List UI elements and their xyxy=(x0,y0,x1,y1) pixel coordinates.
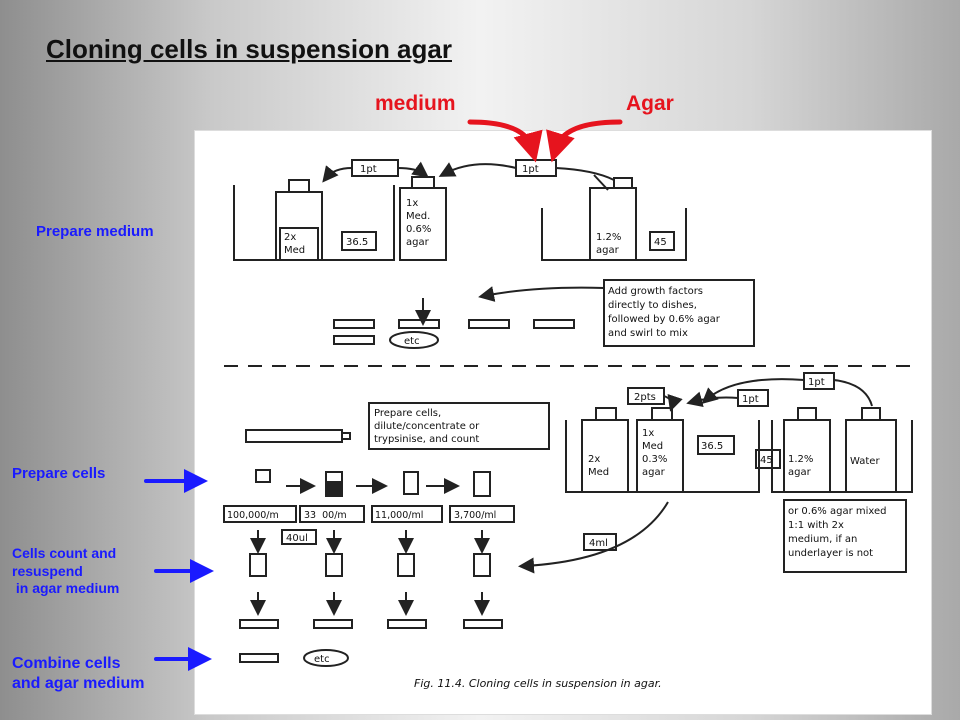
prepare-cells-label: Prepare cells xyxy=(12,465,106,482)
water-text: Water xyxy=(850,456,880,467)
tube-1 xyxy=(255,469,271,483)
pt-text-1pt-c: 1pt xyxy=(808,377,825,388)
bottom-temp-left: 36.5 xyxy=(701,441,723,452)
water-bath-bottom-right xyxy=(771,420,913,493)
tube-4 xyxy=(473,471,491,497)
dish xyxy=(313,619,353,629)
temp-left-text: 36.5 xyxy=(346,237,368,248)
tube-agar-1 xyxy=(249,553,267,577)
protocol-diagram: 1pt 1pt 2x Med 36.5 1x Med. 0.6% agar 1.… xyxy=(223,159,913,690)
underlayer-line-4: underlayer is not xyxy=(788,548,873,559)
dilution-box-1 xyxy=(223,505,297,523)
bottom-med-text: Med xyxy=(588,467,609,478)
bottom-mix-line-3: 0.3% xyxy=(642,454,667,465)
tube-3 xyxy=(403,471,419,495)
dish xyxy=(387,619,427,629)
dish xyxy=(239,653,279,663)
growth-note-box xyxy=(603,279,755,347)
prepare-note-line-2: dilute/concentrate or xyxy=(374,421,480,432)
combine-line-1: Combine cells xyxy=(12,655,121,672)
pt-text-2: 1pt xyxy=(522,164,539,175)
agar-line-2: agar xyxy=(596,245,620,256)
volume-box-4ml xyxy=(583,533,617,551)
pt-text-1pt-b: 1pt xyxy=(742,394,759,405)
agar-label: Agar xyxy=(626,92,674,115)
slide-title: Cloning cells in suspension agar xyxy=(46,34,452,64)
tube-agar-2 xyxy=(325,553,343,577)
medium-label: medium xyxy=(375,92,456,115)
etc-text-top: etc xyxy=(404,336,420,347)
mix-line-1: 1x xyxy=(406,198,418,209)
temp-box-bottom-right xyxy=(755,449,781,469)
bottom-mix-line-2: Med xyxy=(642,441,663,452)
volume-text-40ul: 40ul xyxy=(286,533,308,544)
dilution-box-2 xyxy=(299,505,365,523)
pipette xyxy=(245,429,343,443)
temp-box-right xyxy=(649,231,675,251)
bottom-agar-line-1: 1.2% xyxy=(788,454,813,465)
temp-box-left xyxy=(341,231,377,251)
tube-agar-3 xyxy=(397,553,415,577)
prepare-note-line-3: trypsinise, and count xyxy=(374,434,479,445)
bottom-mix-line-1: 1x xyxy=(642,428,654,439)
dish xyxy=(239,619,279,629)
combine-label: Combine cells and agar medium xyxy=(12,654,144,694)
growth-line-1: Add growth factors xyxy=(608,286,703,297)
etc-text-bottom: etc xyxy=(314,654,330,665)
prepare-note-line-1: Prepare cells, xyxy=(374,408,441,419)
cells-count-line-3: in agar medium xyxy=(12,580,120,596)
growth-line-2: directly to dishes, xyxy=(608,300,697,311)
mix-line-2: Med. xyxy=(406,211,430,222)
bottom-2x-text: 2x xyxy=(588,454,600,465)
temp-box-bottom-left xyxy=(697,435,735,455)
figure-caption: Fig. 11.4. Cloning cells in suspension i… xyxy=(414,677,662,690)
dish xyxy=(533,319,575,329)
bottom-agar-line-2: agar xyxy=(788,467,812,478)
dish xyxy=(333,335,375,345)
underlayer-note-box xyxy=(783,499,907,573)
protocol-figure: 1pt 1pt 2x Med 36.5 1x Med. 0.6% agar 1.… xyxy=(194,130,932,715)
volume-text-4ml: 4ml xyxy=(589,538,608,549)
bottom-mix-line-4: agar xyxy=(642,467,666,478)
pt-text-1: 1pt xyxy=(360,164,377,175)
dilution-text-1: 100,000/m xyxy=(227,510,279,521)
growth-line-3: followed by 0.6% agar xyxy=(608,314,721,325)
bottle-med-text: Med xyxy=(284,245,305,256)
cells-count-line-1: Cells count and xyxy=(12,545,117,561)
volume-box-40ul xyxy=(281,529,317,545)
prepare-note-box xyxy=(368,402,550,450)
dilution-box-3 xyxy=(371,505,443,523)
dilution-box-4 xyxy=(449,505,515,523)
prepare-medium-label: Prepare medium xyxy=(36,223,154,240)
cells-count-line-2: resuspend xyxy=(12,562,83,579)
combine-line-2: and agar medium xyxy=(12,675,145,692)
dish xyxy=(468,319,510,329)
dish xyxy=(333,319,375,329)
dilution-text-3: 11,000/ml xyxy=(375,510,423,521)
temp-right-text: 45 xyxy=(654,237,667,248)
tube-agar-4 xyxy=(473,553,491,577)
etc-ellipse-bottom xyxy=(303,649,349,667)
dilution-text-2: 33 00/m xyxy=(304,510,347,521)
dilution-text-4: 3,700/ml xyxy=(454,510,496,521)
bottle-2x-text: 2x xyxy=(284,232,296,243)
etc-ellipse-top xyxy=(389,331,439,349)
pt-text-2pts: 2pts xyxy=(634,392,656,403)
underlayer-line-3: medium, if an xyxy=(788,534,857,545)
dish xyxy=(463,619,503,629)
agar-line-1: 1.2% xyxy=(596,232,621,243)
dish xyxy=(398,319,440,329)
mix-line-3: 0.6% xyxy=(406,224,431,235)
cells-count-label: Cells count and resuspend in agar medium xyxy=(12,545,119,598)
underlayer-line-2: 1:1 with 2x xyxy=(788,520,844,531)
underlayer-line-1: or 0.6% agar mixed xyxy=(788,506,887,517)
mix-line-4: agar xyxy=(406,237,430,248)
growth-line-4: and swirl to mix xyxy=(608,328,688,339)
bottom-temp-right: 45 xyxy=(760,455,773,466)
